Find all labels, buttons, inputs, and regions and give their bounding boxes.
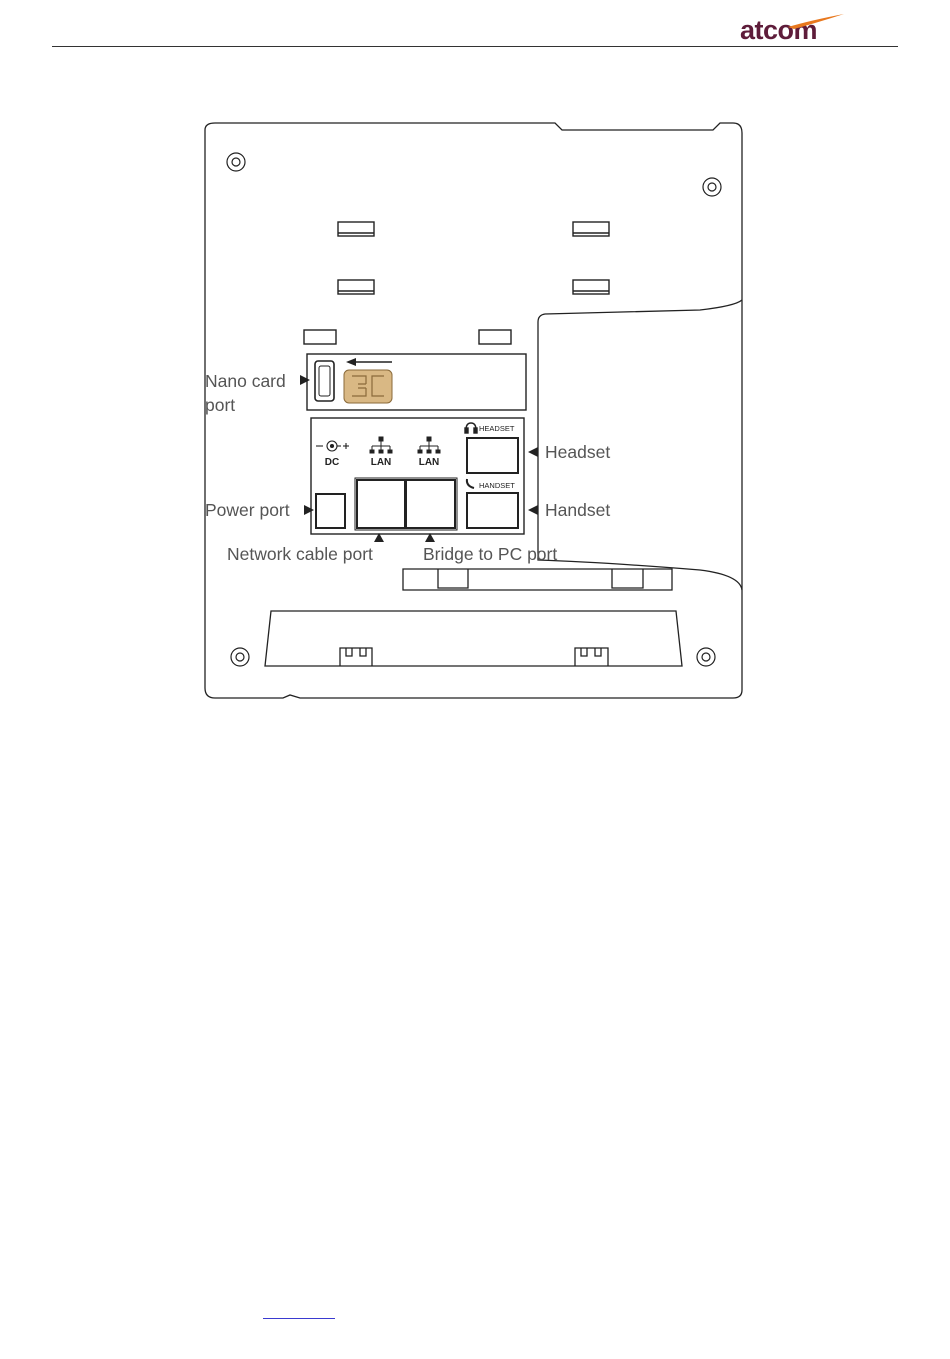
- arrow-nano-card: [300, 375, 310, 385]
- arrow-handset: [528, 505, 538, 515]
- lan-symbol-icon: [370, 437, 392, 453]
- arrow-power-port: [304, 505, 314, 515]
- headset-port-label: HEADSET: [479, 424, 515, 433]
- handset-port-label: HANDSET: [479, 481, 515, 490]
- nano-card-label-line2: port: [205, 395, 235, 415]
- power-port-label: Power port: [205, 500, 290, 520]
- handset-label: Handset: [545, 500, 610, 520]
- nano-card-label: Nano card: [205, 371, 286, 391]
- ports-panel: DC LAN LAN HEADSET HANDSET: [311, 418, 524, 534]
- sim-chip-icon: [344, 370, 392, 403]
- bridge-to-pc-port-label: Bridge to PC port: [423, 544, 557, 564]
- power-port: [316, 494, 345, 528]
- lan-label: LAN: [371, 457, 392, 468]
- handset-icon: [467, 479, 474, 488]
- headset-port: [467, 438, 518, 473]
- footer-link-underline[interactable]: [263, 1318, 335, 1319]
- stand-hinge-bar: [403, 569, 672, 590]
- lan-label: LAN: [419, 457, 440, 468]
- arrow-headset: [528, 447, 538, 457]
- mounting-slots: [304, 222, 609, 344]
- headset-icon: [465, 423, 477, 433]
- nano-card-panel: [307, 354, 526, 410]
- handset-port: [467, 493, 518, 528]
- bridge-to-pc-port: [406, 480, 455, 528]
- headset-label: Headset: [545, 442, 610, 462]
- network-cable-port-label: Network cable port: [227, 544, 373, 564]
- network-cable-port: [357, 480, 405, 528]
- dc-label: DC: [325, 457, 339, 468]
- lan-symbol-icon: [418, 437, 440, 453]
- dc-symbol-icon: [316, 441, 349, 451]
- cable-tray: [265, 611, 682, 666]
